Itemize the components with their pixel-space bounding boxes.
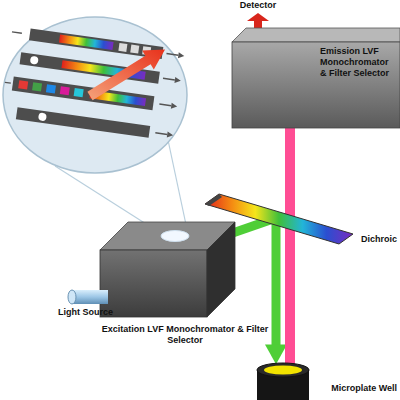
excitation-beam bbox=[272, 218, 281, 351]
microplate-well-outline bbox=[244, 358, 400, 400]
detector-arrow-part bbox=[247, 13, 269, 21]
filter-strips-part bbox=[118, 43, 127, 52]
excitation-box-shape bbox=[207, 222, 235, 317]
dichroic-mirror-label: Dichroic bbox=[355, 234, 397, 245]
emission-box-shape bbox=[232, 42, 400, 128]
emission-box-outline bbox=[232, 28, 400, 128]
filter-strips-part bbox=[38, 112, 47, 121]
microplate-well-shape bbox=[257, 363, 309, 377]
emission-beam bbox=[285, 222, 295, 364]
emission-arrow-part bbox=[87, 49, 165, 100]
filter-strips-part bbox=[59, 35, 114, 50]
inset-bubble-part bbox=[168, 140, 188, 234]
filter-strips-part bbox=[30, 56, 39, 65]
filter-strips-part bbox=[32, 82, 42, 91]
microplate-well-shape bbox=[264, 366, 302, 375]
microplate-well-label: Microplate Well bbox=[316, 383, 397, 394]
filter-strips-part bbox=[46, 84, 56, 93]
filter-strips-part bbox=[16, 107, 150, 138]
light-source-shape bbox=[72, 290, 108, 304]
emission-box: Emission LVF Monochromator & Filter Sele… bbox=[232, 28, 400, 128]
light-source-label: Light Source bbox=[58, 307, 122, 318]
detector-arrow bbox=[247, 13, 269, 29]
excitation-box-label: Excitation LVF Monochromator & Filter Se… bbox=[100, 324, 270, 346]
dichroic-mirror-shape bbox=[205, 194, 222, 206]
filter-strips-part bbox=[167, 52, 185, 138]
inset-bubble bbox=[3, 17, 188, 236]
filter-strips-part bbox=[29, 28, 163, 59]
filter-strips-part bbox=[60, 86, 70, 95]
emission-box-label: Emission LVF Monochromator & Filter Sele… bbox=[320, 46, 397, 78]
emission-box-shape bbox=[232, 28, 400, 42]
inset-bubble-part bbox=[3, 17, 187, 173]
filter-strips-part bbox=[74, 88, 84, 97]
excitation-box-shape bbox=[161, 231, 189, 242]
filter-strips-part bbox=[1, 32, 178, 135]
filter-strips-part bbox=[12, 77, 155, 111]
microplate-well: Microplate Well bbox=[244, 358, 400, 400]
filter-strips bbox=[0, 26, 185, 141]
excitation-box-shape bbox=[100, 250, 207, 317]
emission-arrow bbox=[87, 49, 165, 100]
detector-label: Detector bbox=[228, 0, 288, 11]
light-source-shape bbox=[68, 290, 76, 304]
filter-strips-part bbox=[130, 45, 139, 54]
filter-strips-part bbox=[18, 80, 28, 89]
excitation-box: Excitation LVF Monochromator & Filter Se… bbox=[100, 222, 270, 362]
emission-beam bbox=[285, 128, 295, 222]
light-source: Light Source bbox=[58, 282, 128, 322]
